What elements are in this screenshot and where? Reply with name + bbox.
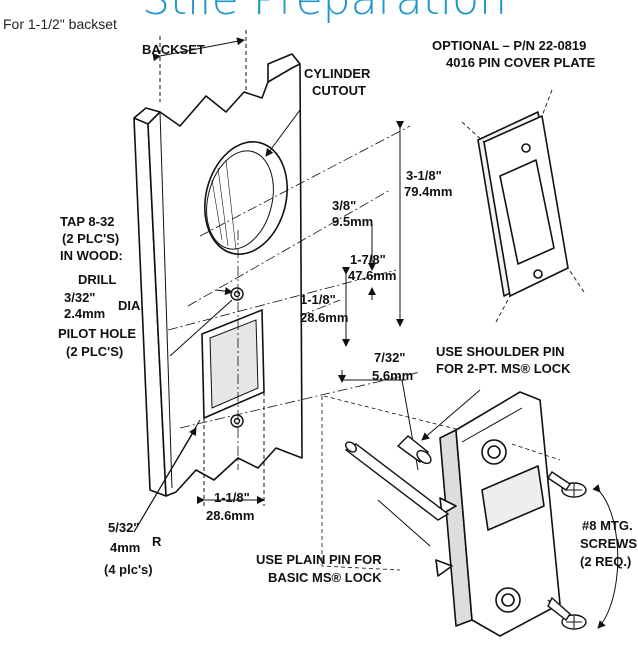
label-screws-1: #8 MTG. bbox=[582, 518, 633, 533]
label-pilot-1: PILOT HOLE bbox=[58, 326, 136, 341]
dim-7-32-mm: 5.6mm bbox=[372, 368, 413, 383]
labels: BACKSET CYLINDER CUTOUT OPTIONAL – P/N 2… bbox=[58, 38, 637, 585]
label-optional-1: OPTIONAL – P/N 22-0819 bbox=[432, 38, 586, 53]
label-backset: BACKSET bbox=[142, 42, 205, 57]
plain-pin bbox=[344, 441, 450, 521]
label-drill: DRILL bbox=[78, 272, 116, 287]
label-drill-mm: 2.4mm bbox=[64, 306, 105, 321]
screws-arrow bbox=[592, 484, 619, 629]
label-plain-2: BASIC MS® LOCK bbox=[268, 570, 382, 585]
label-tap-1: TAP 8-32 bbox=[60, 214, 114, 229]
dim-1-1-8a-in: 1-1/8" bbox=[300, 292, 336, 307]
dim-1-1-8a-mm: 28.6mm bbox=[300, 310, 348, 325]
stile-body bbox=[133, 53, 303, 497]
cylinder-cutout bbox=[204, 141, 288, 255]
radius-in: 5/32" bbox=[108, 520, 139, 535]
dimension-lines bbox=[152, 30, 406, 506]
label-screws-2: SCREWS bbox=[580, 536, 637, 551]
shoulder-pin bbox=[396, 435, 432, 465]
label-cylinder-1: CYLINDER bbox=[304, 66, 371, 81]
dim-3-8-in: 3/8" bbox=[332, 198, 356, 213]
latch-body bbox=[435, 391, 561, 637]
dim-1-7-8-in: 1-7/8" bbox=[350, 252, 386, 267]
label-cylinder-2: CUTOUT bbox=[312, 83, 366, 98]
dim-3-1-8-in: 3-1/8" bbox=[406, 168, 442, 183]
pin-cover-plate bbox=[461, 89, 585, 323]
radius-mm: 4mm bbox=[110, 540, 140, 555]
label-dia: DIA. bbox=[118, 298, 144, 313]
label-screws-3: (2 REQ.) bbox=[580, 554, 631, 569]
page-title: Stile Preparation bbox=[142, 0, 507, 25]
mounting-screw-bottom bbox=[547, 596, 587, 630]
dim-1-1-8b-in: 1-1/8" bbox=[214, 490, 250, 505]
radius-r: R bbox=[152, 534, 162, 549]
label-shoulder-2: FOR 2-PT. MS® LOCK bbox=[436, 361, 571, 376]
pilot-holes bbox=[230, 287, 244, 428]
radius-plc: (4 plc's) bbox=[104, 562, 153, 577]
dim-1-1-8b-mm: 28.6mm bbox=[206, 508, 254, 523]
dim-3-8-mm: 9.5mm bbox=[332, 214, 373, 229]
subtitle: For 1-1/2" backset bbox=[3, 16, 117, 32]
mounting-screw-top bbox=[547, 471, 587, 498]
label-optional-2: 4016 PIN COVER PLATE bbox=[446, 55, 596, 70]
dim-1-7-8-mm: 47.6mm bbox=[348, 268, 396, 283]
assembly-guides bbox=[321, 395, 561, 571]
label-tap-3: IN WOOD: bbox=[60, 248, 123, 263]
dim-7-32-in: 7/32" bbox=[374, 350, 405, 365]
dim-3-1-8-mm: 79.4mm bbox=[404, 184, 452, 199]
label-drill-in: 3/32" bbox=[64, 290, 95, 305]
label-pilot-2: (2 PLC'S) bbox=[66, 344, 123, 359]
latch-cutout bbox=[201, 308, 265, 420]
leader-lines bbox=[133, 109, 481, 547]
center-lines bbox=[167, 125, 421, 470]
label-plain-1: USE PLAIN PIN FOR bbox=[256, 552, 382, 567]
label-tap-2: (2 PLC'S) bbox=[62, 231, 119, 246]
label-shoulder-1: USE SHOULDER PIN bbox=[436, 344, 565, 359]
